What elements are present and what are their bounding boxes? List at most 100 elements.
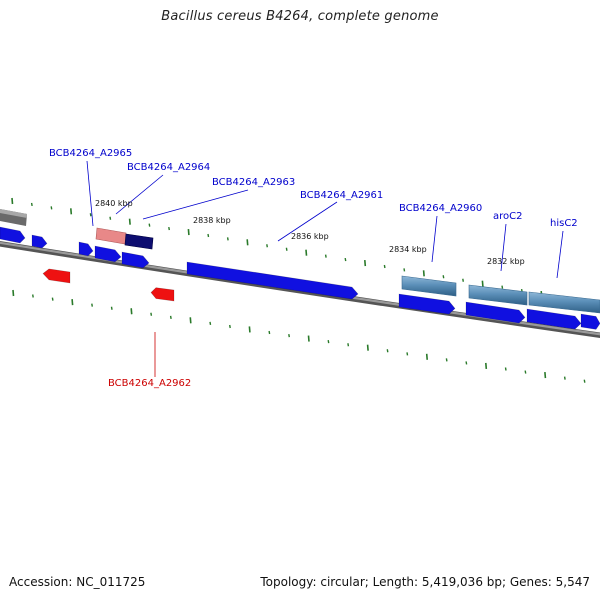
outer-tick-mark	[285, 247, 288, 251]
position-marker-label: 2838 kbp	[193, 216, 231, 225]
outer-tick-mark	[442, 275, 445, 279]
forward-gene-arrow	[31, 234, 48, 249]
genes-layer	[0, 226, 600, 330]
inner-tick-mark	[169, 315, 172, 319]
gene-label-leader-line	[86, 160, 94, 227]
accession-text: Accession: NC_011725	[9, 575, 146, 589]
inner-tick-mark	[465, 361, 468, 365]
position-marker-label: 2836 kbp	[291, 232, 329, 241]
forward-gene-arrow	[465, 301, 526, 324]
forward-gene-arrow	[0, 226, 26, 244]
gene-label-leader-line	[556, 230, 564, 279]
inner-tick-mark	[189, 317, 192, 324]
inner-tick-mark	[425, 353, 428, 360]
gene-label: aroC2	[493, 211, 522, 222]
inner-tick-mark	[110, 306, 113, 310]
inner-tick-mark	[268, 330, 271, 335]
outer-tick-mark	[168, 226, 170, 231]
position-marker-label: 2840 kbp	[95, 199, 133, 208]
inner-tick-mark	[130, 308, 133, 315]
inner-tick-mark	[288, 333, 290, 338]
highlighted-gene-a2963	[124, 233, 154, 250]
feature-bars-layer	[401, 275, 600, 314]
outer-tick-mark	[70, 208, 73, 215]
inner-tick-mark	[445, 358, 448, 362]
forward-gene-arrow	[94, 245, 122, 263]
gene-label-leader-line	[115, 174, 164, 215]
outer-tick-mark	[501, 285, 504, 289]
gene-label: BCB4264_A2965	[49, 148, 132, 159]
inner-tick-mark	[327, 340, 330, 344]
forward-gene-arrow	[78, 241, 94, 257]
map-title: Bacillus cereus B4264, complete genome	[161, 9, 439, 24]
inner-tick-mark	[248, 326, 251, 333]
outer-tick-mark	[422, 270, 425, 277]
inner-tick-mark	[544, 372, 547, 379]
outer-tick-mark	[50, 206, 53, 210]
inner-tick-mark	[209, 321, 212, 326]
outer-tick-mark	[128, 218, 131, 225]
inner-tick-mark	[71, 299, 74, 306]
inner-tick-mark	[51, 297, 54, 301]
gene-label: BCB4264_A2963	[212, 177, 295, 188]
outer-tick-mark	[383, 264, 386, 269]
inner-tick-mark	[229, 324, 231, 329]
inner-tick-mark	[91, 303, 93, 307]
inner-tick-track	[12, 289, 586, 383]
outer-tick-mark	[364, 259, 367, 267]
reverse-gene-arrow	[42, 268, 71, 284]
outer-tick-mark	[403, 268, 406, 272]
forward-gene-arrow	[186, 261, 359, 300]
genome-summary-text: Topology: circular; Length: 5,419,036 bp…	[260, 575, 590, 589]
highlighted-gene-a2964	[95, 227, 127, 245]
inner-tick-mark	[347, 343, 350, 347]
outer-tick-mark	[148, 223, 151, 227]
outer-tick-mark	[266, 244, 268, 248]
inner-tick-mark	[406, 352, 409, 356]
outer-tick-mark	[246, 239, 249, 246]
outer-tick-mark	[109, 216, 112, 220]
outer-tick-mark	[481, 280, 484, 287]
inner-tick-mark	[583, 379, 586, 383]
forward-gene-arrow	[580, 313, 600, 330]
outer-tick-mark	[462, 278, 464, 282]
gene-label: hisC2	[550, 218, 578, 229]
feature-bar	[528, 291, 600, 314]
reverse-gene-arrow	[150, 287, 175, 302]
gene-label: BCB4264_A2961	[300, 190, 383, 201]
inner-tick-mark	[150, 312, 153, 316]
gene-label: BCB4264_A2962	[108, 378, 191, 389]
inner-tick-mark	[563, 376, 566, 380]
label-lines-layer	[86, 160, 564, 377]
outer-tick-mark	[187, 228, 190, 236]
inner-tick-mark	[12, 289, 15, 297]
gene-label-leader-line	[500, 223, 507, 272]
outer-tick-mark	[226, 237, 229, 241]
position-marker-label: 2832 kbp	[487, 257, 525, 266]
forward-gene-arrow	[398, 293, 456, 315]
forward-gene-arrow	[121, 251, 150, 269]
outer-tick-mark	[89, 213, 92, 217]
outer-tick-track	[11, 197, 582, 303]
gene-label: BCB4264_A2960	[399, 203, 482, 214]
outer-tick-mark	[344, 257, 347, 262]
feature-bar	[468, 284, 528, 306]
inner-tick-mark	[386, 349, 389, 353]
inner-tick-mark	[307, 335, 310, 342]
gene-label-leader-line	[277, 201, 338, 242]
position-marker-label: 2834 kbp	[389, 245, 427, 254]
outer-tick-mark	[207, 233, 210, 238]
gene-label: BCB4264_A2964	[127, 162, 210, 173]
outer-tick-mark	[11, 197, 14, 205]
inner-tick-mark	[524, 370, 527, 374]
grey-feature-highlight	[0, 209, 27, 218]
outer-tick-mark	[305, 249, 308, 256]
labels-layer: BCB4264_A2965BCB4264_A2964BCB4264_A2963B…	[49, 148, 578, 389]
feature-bar	[401, 275, 457, 297]
inner-tick-mark	[32, 294, 34, 298]
gene-label-leader-line	[142, 189, 249, 220]
forward-gene-arrow	[526, 308, 582, 330]
inner-tick-mark	[366, 344, 369, 351]
outer-tick-mark	[324, 254, 327, 258]
